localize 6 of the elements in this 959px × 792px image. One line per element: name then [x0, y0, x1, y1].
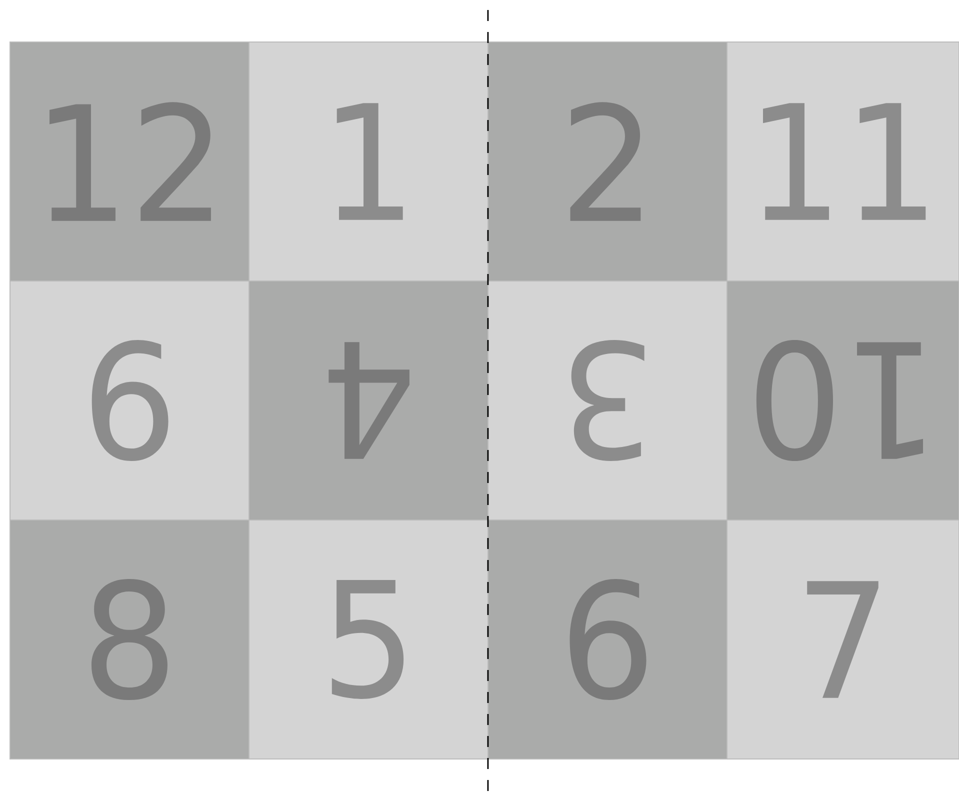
number-tile: 3 [488, 280, 728, 520]
number-tile: 11 [726, 42, 959, 282]
number-tile: 7 [726, 520, 959, 760]
number-tile: 5 [248, 520, 488, 760]
number-tile: 1 [248, 42, 488, 282]
number-tile: 9 [10, 280, 250, 520]
